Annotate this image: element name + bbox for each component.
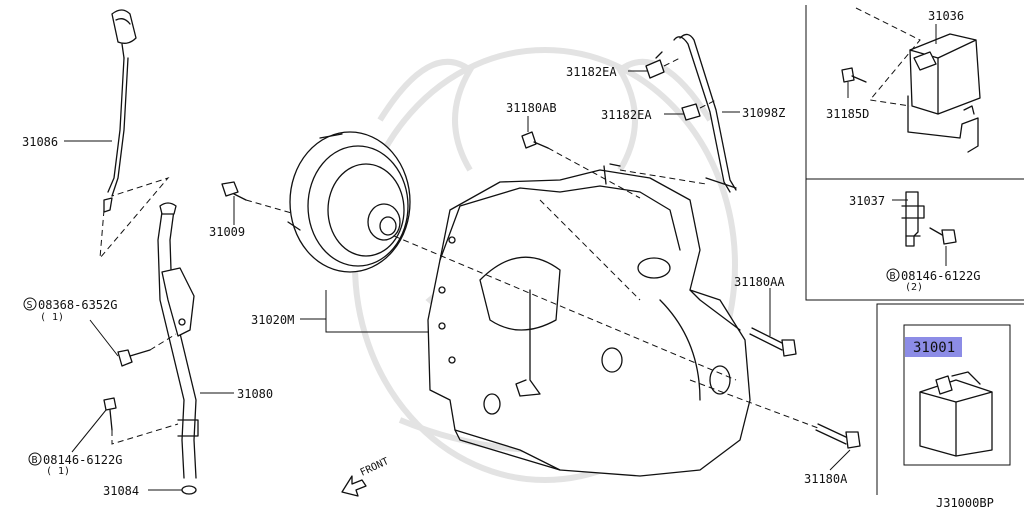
bolt-symbol-icon-left: B [28,452,42,466]
label-31182ea-top: 31182EA [566,65,617,79]
torque-converter[interactable] [287,131,411,273]
label-08146-6122g-left: 08146-6122G [43,453,122,467]
label-08368-6352g: 08368-6352G [38,298,117,312]
screw-symbol-icon: S [23,297,37,311]
label-31036: 31036 [928,9,964,23]
svg-text:B: B [890,271,896,282]
case-axis-dashes [393,235,737,381]
label-31182ea-bottom: 31182EA [601,108,652,122]
atf-can[interactable] [919,371,993,457]
bolt-31180aa[interactable] [749,327,797,357]
label-31086: 31086 [22,135,58,149]
label-31180aa: 31180AA [734,275,785,289]
control-unit-dashes [855,7,921,107]
screw-dashes [149,333,177,351]
label-31020m: 31020M [251,313,294,327]
label-31084: 31084 [103,484,139,498]
label-08368-qty: ( 1) [40,312,64,323]
clip-bottom[interactable] [681,103,701,121]
case-axis-dashes-2 [539,199,641,301]
bolt-31180a[interactable] [815,423,861,449]
dipstick[interactable] [103,9,137,213]
bolt-31009[interactable] [221,181,247,201]
filler-tube[interactable] [157,202,199,479]
bolt-31180ab[interactable] [521,131,549,149]
control-unit[interactable] [907,33,981,153]
svg-text:S: S [27,300,33,311]
label-front: FRONT [359,456,391,479]
screw[interactable] [117,349,151,367]
o-ring[interactable] [181,485,197,495]
label-31001-highlight [905,337,962,357]
label-31009: 31009 [209,225,245,239]
bolt-symbol-icon-right: B [886,268,900,282]
sensor[interactable] [901,191,925,247]
label-31185d: 31185D [826,107,869,121]
label-08146-right-qty: (2) [905,282,923,293]
transmission-case[interactable] [427,169,751,477]
front-arrow [341,475,367,497]
label-31180a: 31180A [804,472,848,486]
label-31080: 31080 [237,387,273,401]
label-08146-left-qty: ( 1) [46,466,70,477]
clip-bottom-dashes [699,99,717,109]
svg-text:B: B [32,455,38,466]
bolt-31185d[interactable] [841,67,867,83]
label-08146-6122g-right: 08146-6122G [901,269,980,283]
dipstick-guide-dashes [99,176,170,260]
bolt-left[interactable] [103,397,117,431]
label-31098z: 31098Z [742,106,785,120]
bolt-right[interactable] [929,227,957,245]
clip-top-dashes [663,57,681,67]
diagram-id: J31000BP [936,496,994,510]
breather-hose-dashes [619,169,707,185]
bolt-31180ab-dashes [547,147,641,199]
breather-hose[interactable] [603,33,737,193]
bolt-left-dashes [111,423,179,445]
label-31001[interactable]: 31001 [913,340,955,356]
label-31037: 31037 [849,194,885,208]
clip-top[interactable] [645,51,665,79]
bolt-31180a-dashes [689,379,819,429]
label-31180ab: 31180AB [506,101,557,115]
panel-frames [805,5,1024,495]
leader-lines [64,24,947,491]
